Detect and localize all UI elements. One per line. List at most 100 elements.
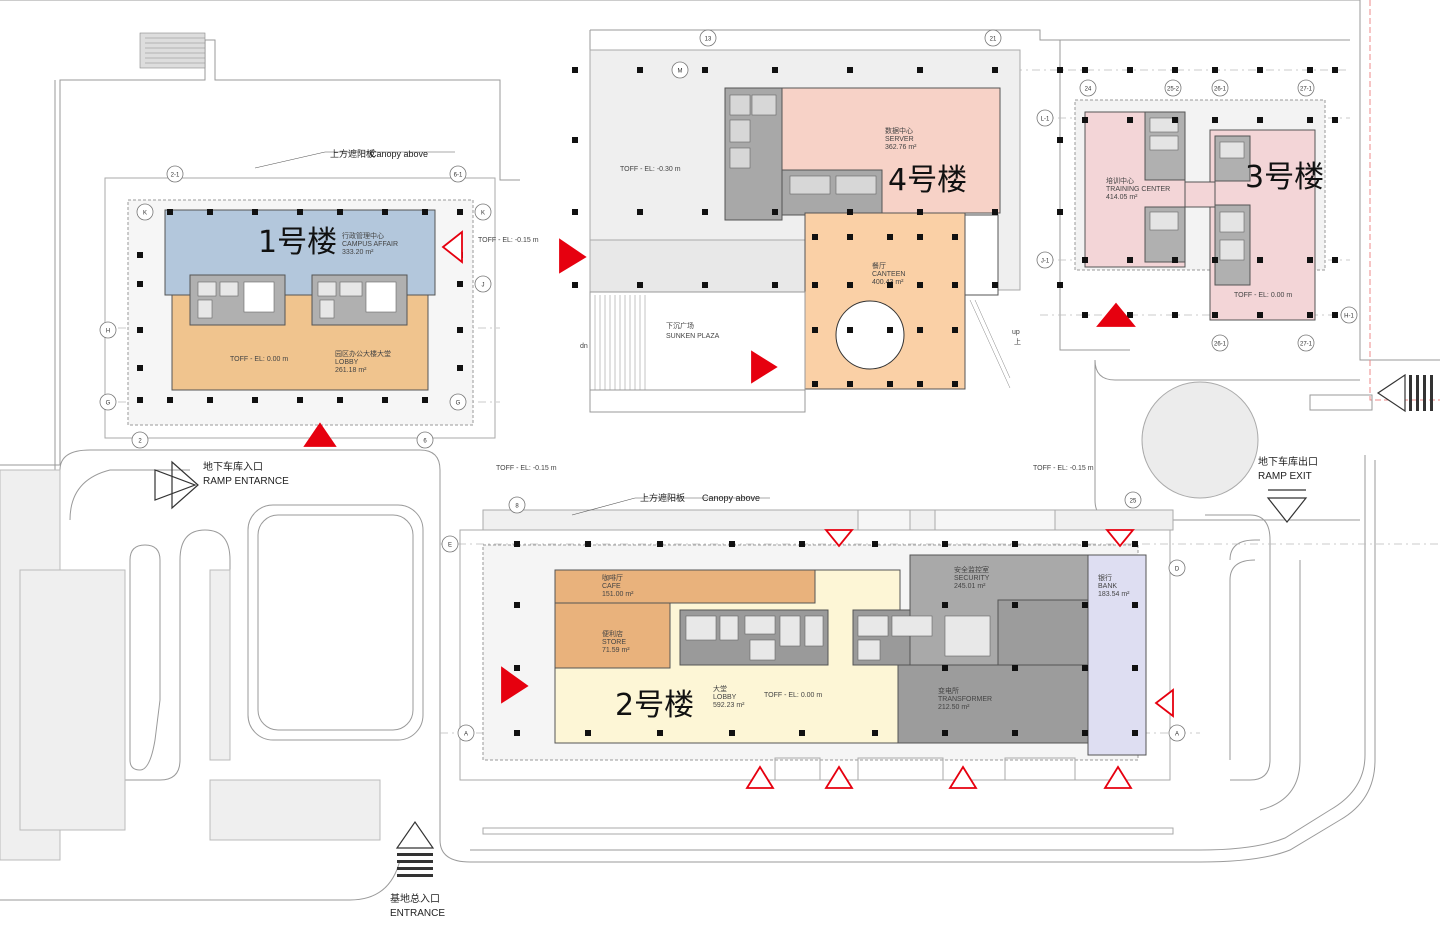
sunken-plaza — [589, 291, 806, 413]
building-2: 2号楼 咖啡厅 CAFE 151.00 m² 便利店 STORE 71.59 m… — [459, 465, 1174, 835]
site-outline — [0, 0, 1440, 901]
grid-bubble: 2-1 — [166, 165, 184, 183]
column — [1212, 67, 1218, 73]
column — [337, 397, 343, 403]
column — [952, 282, 958, 288]
server-cn: 数据中心 — [885, 126, 913, 135]
column — [252, 209, 258, 215]
entry-marker-b2-west — [501, 666, 529, 704]
column — [1082, 312, 1088, 318]
lobby-2-area: 592.23 m² — [713, 702, 745, 709]
column — [167, 209, 173, 215]
column — [917, 381, 923, 387]
column — [1172, 312, 1178, 318]
entry-marker-b2-south-3 — [948, 765, 978, 789]
building-2-toff: TOFF - EL: 0.00 m — [764, 692, 822, 699]
column — [799, 730, 805, 736]
grid-bubble: G — [99, 393, 117, 411]
building-3-toff: TOFF - EL: 0.00 m — [1234, 292, 1292, 299]
grid-bubble: 6 — [416, 431, 434, 449]
column — [585, 730, 591, 736]
column — [1082, 257, 1088, 263]
up-label-cn: 上 — [1014, 337, 1021, 346]
grid-bubble: 21 — [984, 29, 1002, 47]
grid-bubble: D — [1168, 559, 1186, 577]
column — [572, 137, 578, 143]
column — [772, 209, 778, 215]
column — [1257, 257, 1263, 263]
entrance-en: ENTRANCE — [390, 908, 445, 919]
grid-bubble: K — [474, 203, 492, 221]
dn-label: dn — [580, 343, 588, 350]
column — [1057, 137, 1063, 143]
grid-bubble: 13 — [699, 29, 717, 47]
column — [457, 365, 463, 371]
svg-text:25-2: 25-2 — [1167, 87, 1180, 93]
ramp-entrance: 地下车库入口 RAMP ENTARNCE — [154, 460, 289, 510]
security-area: 245.01 m² — [954, 583, 986, 590]
column — [572, 209, 578, 215]
canteen-en: CANTEEN — [872, 271, 905, 278]
column — [1012, 602, 1018, 608]
column — [422, 209, 428, 215]
grid-bubble: G — [449, 393, 467, 411]
column — [137, 365, 143, 371]
east-entrance-arrow — [1376, 373, 1433, 413]
entry-marker-plaza-west — [559, 238, 587, 274]
column — [992, 282, 998, 288]
column — [887, 327, 893, 333]
svg-text:D: D — [1175, 567, 1180, 573]
entry-marker-b1-south — [303, 422, 337, 447]
svg-text:H-1: H-1 — [1344, 314, 1354, 320]
column — [137, 327, 143, 333]
security-en: SECURITY — [954, 575, 990, 582]
ramp-exit: 地下车库出口 RAMP EXIT — [1258, 455, 1318, 523]
column — [1172, 67, 1178, 73]
campus-affair-area: 333.20 m² — [342, 249, 374, 256]
training-area: 414.05 m² — [1106, 194, 1138, 201]
column — [872, 541, 878, 547]
grid-bubble: 2 — [131, 431, 149, 449]
column — [1332, 257, 1338, 263]
column — [917, 234, 923, 240]
column — [812, 234, 818, 240]
entry-marker-b3-south — [1096, 302, 1136, 327]
main-entrance: 基地总入口 ENTRANCE — [390, 820, 445, 919]
column — [702, 209, 708, 215]
grid-bubble: J — [474, 275, 492, 293]
column — [457, 327, 463, 333]
column — [1057, 67, 1063, 73]
bank-en: BANK — [1098, 583, 1117, 590]
ramp-entrance-cn: 地下车库入口 — [203, 460, 263, 473]
building-4-toff: TOFF - EL: -0.30 m — [620, 166, 681, 173]
column — [207, 209, 213, 215]
svg-text:26-1: 26-1 — [1214, 342, 1227, 348]
column — [1332, 312, 1338, 318]
column — [457, 209, 463, 215]
column — [1057, 282, 1063, 288]
column — [847, 234, 853, 240]
grid-bubble: 25-2 — [1164, 79, 1182, 97]
column — [729, 541, 735, 547]
lobby-1-cn: 园区办公大楼大堂 — [335, 349, 391, 358]
column — [1257, 312, 1263, 318]
column — [952, 381, 958, 387]
column — [1212, 257, 1218, 263]
column — [137, 281, 143, 287]
column — [1012, 541, 1018, 547]
column — [514, 541, 520, 547]
server-area: 362.76 m² — [885, 144, 917, 151]
column — [1082, 117, 1088, 123]
campus-affair-cn: 行政管理中心 — [342, 231, 384, 240]
column — [847, 327, 853, 333]
column — [1127, 257, 1133, 263]
column — [729, 730, 735, 736]
svg-text:24: 24 — [1085, 87, 1092, 93]
building-4: 4号楼 数据中心 SERVER 362.76 m² 餐厅 CANTEEN 400… — [580, 49, 1021, 413]
column — [297, 209, 303, 215]
entrance-cn: 基地总入口 — [390, 892, 440, 905]
building-1-toff: TOFF - EL: 0.00 m — [230, 356, 288, 363]
entry-marker-b2-east — [1154, 688, 1174, 718]
store-area: 71.59 m² — [602, 647, 630, 654]
